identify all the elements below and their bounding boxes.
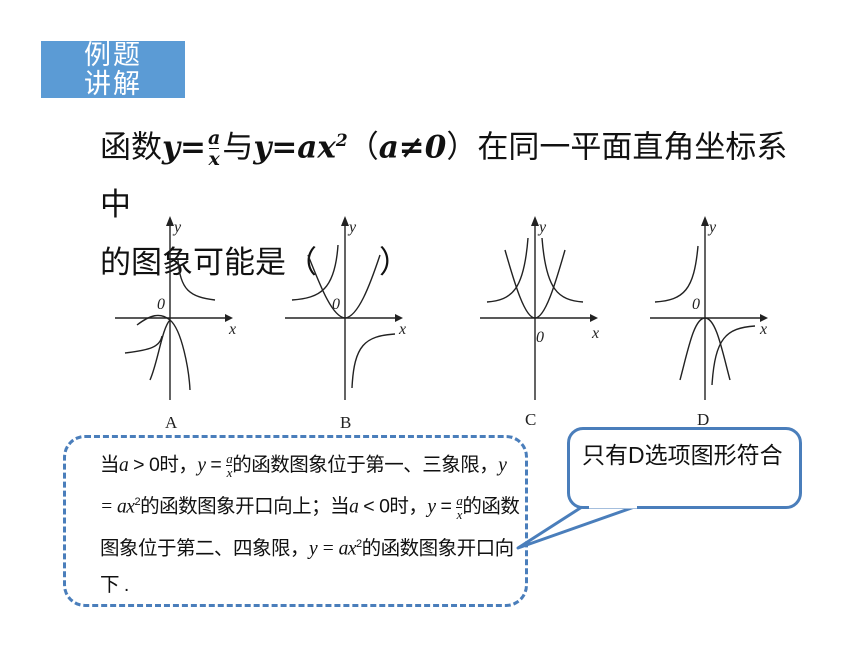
question-suffix: 在同一平面直角坐标系中: [100, 129, 788, 224]
question-connector: 与: [222, 129, 254, 166]
graph-c-x-label: x: [591, 325, 599, 342]
explanation-text-3: 的函数图象位于第一、三象限，: [232, 454, 499, 476]
eq1-numerator: a: [208, 127, 221, 150]
badge-line-2: 讲解: [84, 69, 142, 98]
explanation-text-8: 函数图象开口向下 .: [100, 537, 514, 596]
callout-text: 只有D选项图形符合: [582, 442, 783, 468]
explanation-text-7: 的: [361, 537, 382, 559]
graph-b-y-label: y: [347, 219, 357, 236]
example-badge: 例题 讲解: [41, 41, 185, 98]
fraction-2-num: a: [456, 492, 463, 508]
var-y-2: y: [427, 496, 436, 518]
question-prefix: 函数: [100, 129, 162, 166]
explanation-text-4: 的函数图象开口向上；当: [140, 495, 350, 518]
graph-a-label: A: [165, 413, 178, 432]
fraction-1-den: x: [226, 465, 233, 481]
explanation-text-1: 当: [100, 454, 120, 476]
var-y-1: y: [197, 455, 206, 476]
formula-2: y = ax: [309, 538, 356, 559]
graph-d-origin: 0: [692, 296, 700, 313]
eq2-exponent: 2: [335, 131, 348, 151]
badge-line-1: 例题: [84, 41, 142, 71]
answer-callout: 只有D选项图形符合: [567, 427, 802, 509]
eq1-denominator: x: [208, 148, 220, 171]
answer-graphs: y x 0 A y x 0 B y x 0 C y x 0 D: [115, 216, 768, 432]
fraction-2-den: x: [456, 506, 463, 522]
eq1-equals: =: [180, 129, 206, 166]
equals-2: =: [435, 495, 457, 518]
graph-b-x-label: x: [398, 321, 406, 338]
graph-d-x-label: x: [759, 321, 767, 338]
graph-d: [650, 216, 768, 400]
eq1-lhs: y: [162, 129, 181, 166]
graph-c-y-label: y: [537, 219, 547, 236]
cond-open: （: [347, 129, 379, 166]
explanation-text-5: < 0时，: [358, 495, 428, 518]
graph-c-label: C: [525, 410, 536, 429]
formula-1: y = a x: [100, 455, 507, 518]
cond-close: ）: [446, 129, 478, 166]
graph-d-label: D: [697, 410, 709, 429]
explanation-box: [63, 435, 528, 607]
graph-c-origin: 0: [536, 329, 544, 346]
graph-c: [480, 216, 598, 400]
graph-b: [285, 216, 403, 400]
graph-b-origin: 0: [332, 296, 340, 313]
formula-1-exponent: 2: [134, 496, 141, 508]
formula-2-exponent: 2: [355, 537, 362, 550]
var-a-1: a: [119, 455, 129, 476]
eq2: y=ax: [253, 129, 336, 166]
graph-b-label: B: [340, 413, 351, 432]
explanation-text-6: 的函数图象位于第二、四象限，: [100, 495, 520, 560]
graph-a-x-label: x: [228, 321, 236, 338]
explanation-text-2: > 0时，: [128, 454, 198, 476]
graph-a: [115, 216, 233, 400]
var-a-2: a: [349, 496, 359, 518]
condition: a≠0: [378, 129, 447, 166]
fraction-1-num: a: [226, 451, 233, 467]
equals-1: =: [205, 454, 227, 476]
question-line-2: 的图象可能是（ ）: [100, 245, 410, 282]
graph-a-y-label: y: [172, 219, 182, 236]
graph-d-y-label: y: [707, 219, 717, 236]
graph-a-origin: 0: [157, 296, 165, 313]
